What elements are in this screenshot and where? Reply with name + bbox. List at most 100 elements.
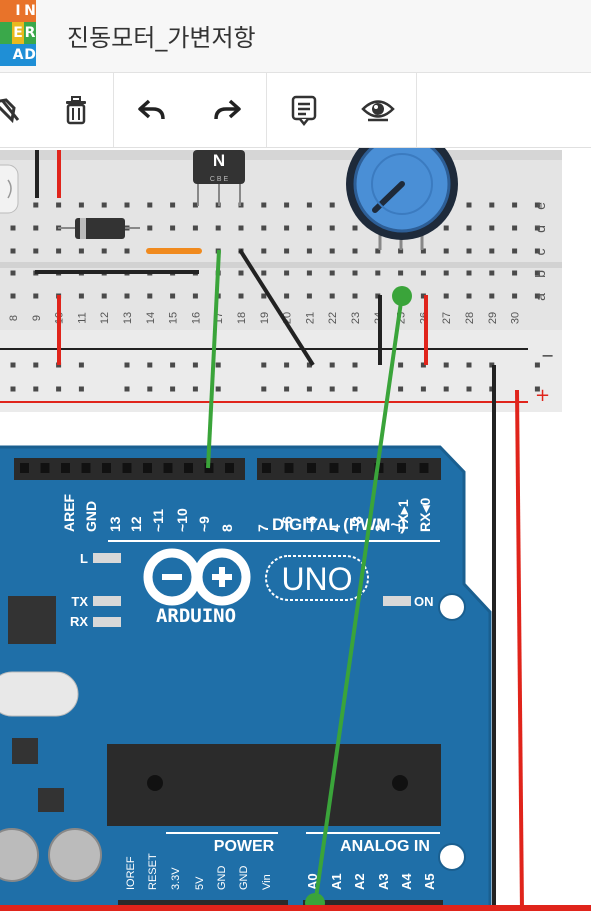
breadboard-hole[interactable] [124,293,130,299]
header-pin[interactable] [122,463,132,473]
rail-hole[interactable] [398,386,404,392]
view-button[interactable] [356,73,400,147]
rail-hole[interactable] [329,362,335,368]
rail-hole[interactable] [10,386,16,392]
breadboard-hole[interactable] [215,225,221,231]
breadboard-hole[interactable] [56,248,62,254]
breadboard-hole[interactable] [352,248,358,254]
rail-hole[interactable] [56,386,62,392]
breadboard-hole[interactable] [306,248,312,254]
breadboard-hole[interactable] [147,202,153,208]
header-pin[interactable] [81,463,91,473]
breadboard-hole[interactable] [78,202,84,208]
rail-hole[interactable] [147,386,153,392]
rail-hole[interactable] [489,386,495,392]
breadboard-hole[interactable] [489,270,495,276]
rail-hole[interactable] [352,386,358,392]
rail-hole[interactable] [329,386,335,392]
breadboard-hole[interactable] [489,293,495,299]
rail-hole[interactable] [534,386,540,392]
breadboard-hole[interactable] [284,270,290,276]
rail-hole[interactable] [147,362,153,368]
header-pin[interactable] [262,463,271,473]
breadboard-hole[interactable] [512,225,518,231]
breadboard-hole[interactable] [375,293,381,299]
rail-hole[interactable] [170,362,176,368]
rail-hole[interactable] [192,362,198,368]
breadboard-hole[interactable] [489,248,495,254]
breadboard-hole[interactable] [78,293,84,299]
header-pin[interactable] [40,463,50,473]
breadboard-hole[interactable] [512,293,518,299]
rail-hole[interactable] [170,386,176,392]
breadboard-hole[interactable] [443,248,449,254]
header-pin[interactable] [419,463,429,473]
breadboard-hole[interactable] [238,225,244,231]
breadboard-hole[interactable] [534,293,540,299]
breadboard-hole[interactable] [375,248,381,254]
rail-hole[interactable] [306,362,312,368]
breadboard-hole[interactable] [170,202,176,208]
breadboard-hole[interactable] [512,270,518,276]
breadboard-hole[interactable] [10,248,16,254]
rail-hole[interactable] [420,386,426,392]
breadboard-hole[interactable] [101,248,107,254]
rail-hole[interactable] [398,362,404,368]
breadboard-hole[interactable] [78,248,84,254]
breadboard-hole[interactable] [420,270,426,276]
header-pin[interactable] [284,463,294,473]
breadboard-hole[interactable] [534,270,540,276]
breadboard-hole[interactable] [56,202,62,208]
rail-hole[interactable] [306,386,312,392]
rail-hole[interactable] [284,362,290,368]
breadboard-hole[interactable] [192,293,198,299]
rail-hole[interactable] [443,386,449,392]
rail-hole[interactable] [215,362,221,368]
rail-hole[interactable] [78,386,84,392]
circuit-drawing[interactable]: 8910111213141516171819202122232425262728… [0,148,591,911]
breadboard-hole[interactable] [261,225,267,231]
breadboard-hole[interactable] [443,270,449,276]
potentiometer[interactable] [346,148,458,250]
breadboard-hole[interactable] [306,270,312,276]
header-pin[interactable] [163,463,173,473]
breadboard-hole[interactable] [466,293,472,299]
breadboard-hole[interactable] [284,293,290,299]
rail-hole[interactable] [10,362,16,368]
breadboard-hole[interactable] [33,225,39,231]
breadboard-hole[interactable] [512,248,518,254]
breadboard-hole[interactable] [124,202,130,208]
breadboard-hole[interactable] [238,293,244,299]
rail-hole[interactable] [78,362,84,368]
breadboard-hole[interactable] [284,248,290,254]
analog-wire-a0[interactable] [313,294,404,906]
rail-hole[interactable] [33,362,39,368]
rail-hole[interactable] [443,362,449,368]
breadboard-hole[interactable] [398,270,404,276]
header-pin[interactable] [307,463,316,473]
breadboard-hole[interactable] [398,248,404,254]
header-pin[interactable] [184,463,193,473]
breadboard-hole[interactable] [352,293,358,299]
header-pin[interactable] [329,463,339,473]
breadboard-hole[interactable] [10,270,16,276]
rail-hole[interactable] [352,362,358,368]
breadboard-hole[interactable] [284,225,290,231]
undo-button[interactable] [130,73,174,147]
breadboard-hole[interactable] [33,202,39,208]
header-pin[interactable] [397,463,406,473]
breadboard-hole[interactable] [238,270,244,276]
breadboard-hole[interactable] [33,293,39,299]
breadboard-hole[interactable] [352,225,358,231]
diode[interactable] [58,218,140,239]
rail-hole[interactable] [33,386,39,392]
breadboard-hole[interactable] [466,270,472,276]
push-button[interactable] [0,164,19,214]
rail-hole[interactable] [489,362,495,368]
rail-hole[interactable] [261,362,267,368]
breadboard-hole[interactable] [170,293,176,299]
rail-hole[interactable] [124,386,130,392]
breadboard-hole[interactable] [466,202,472,208]
rail-hole[interactable] [466,362,472,368]
